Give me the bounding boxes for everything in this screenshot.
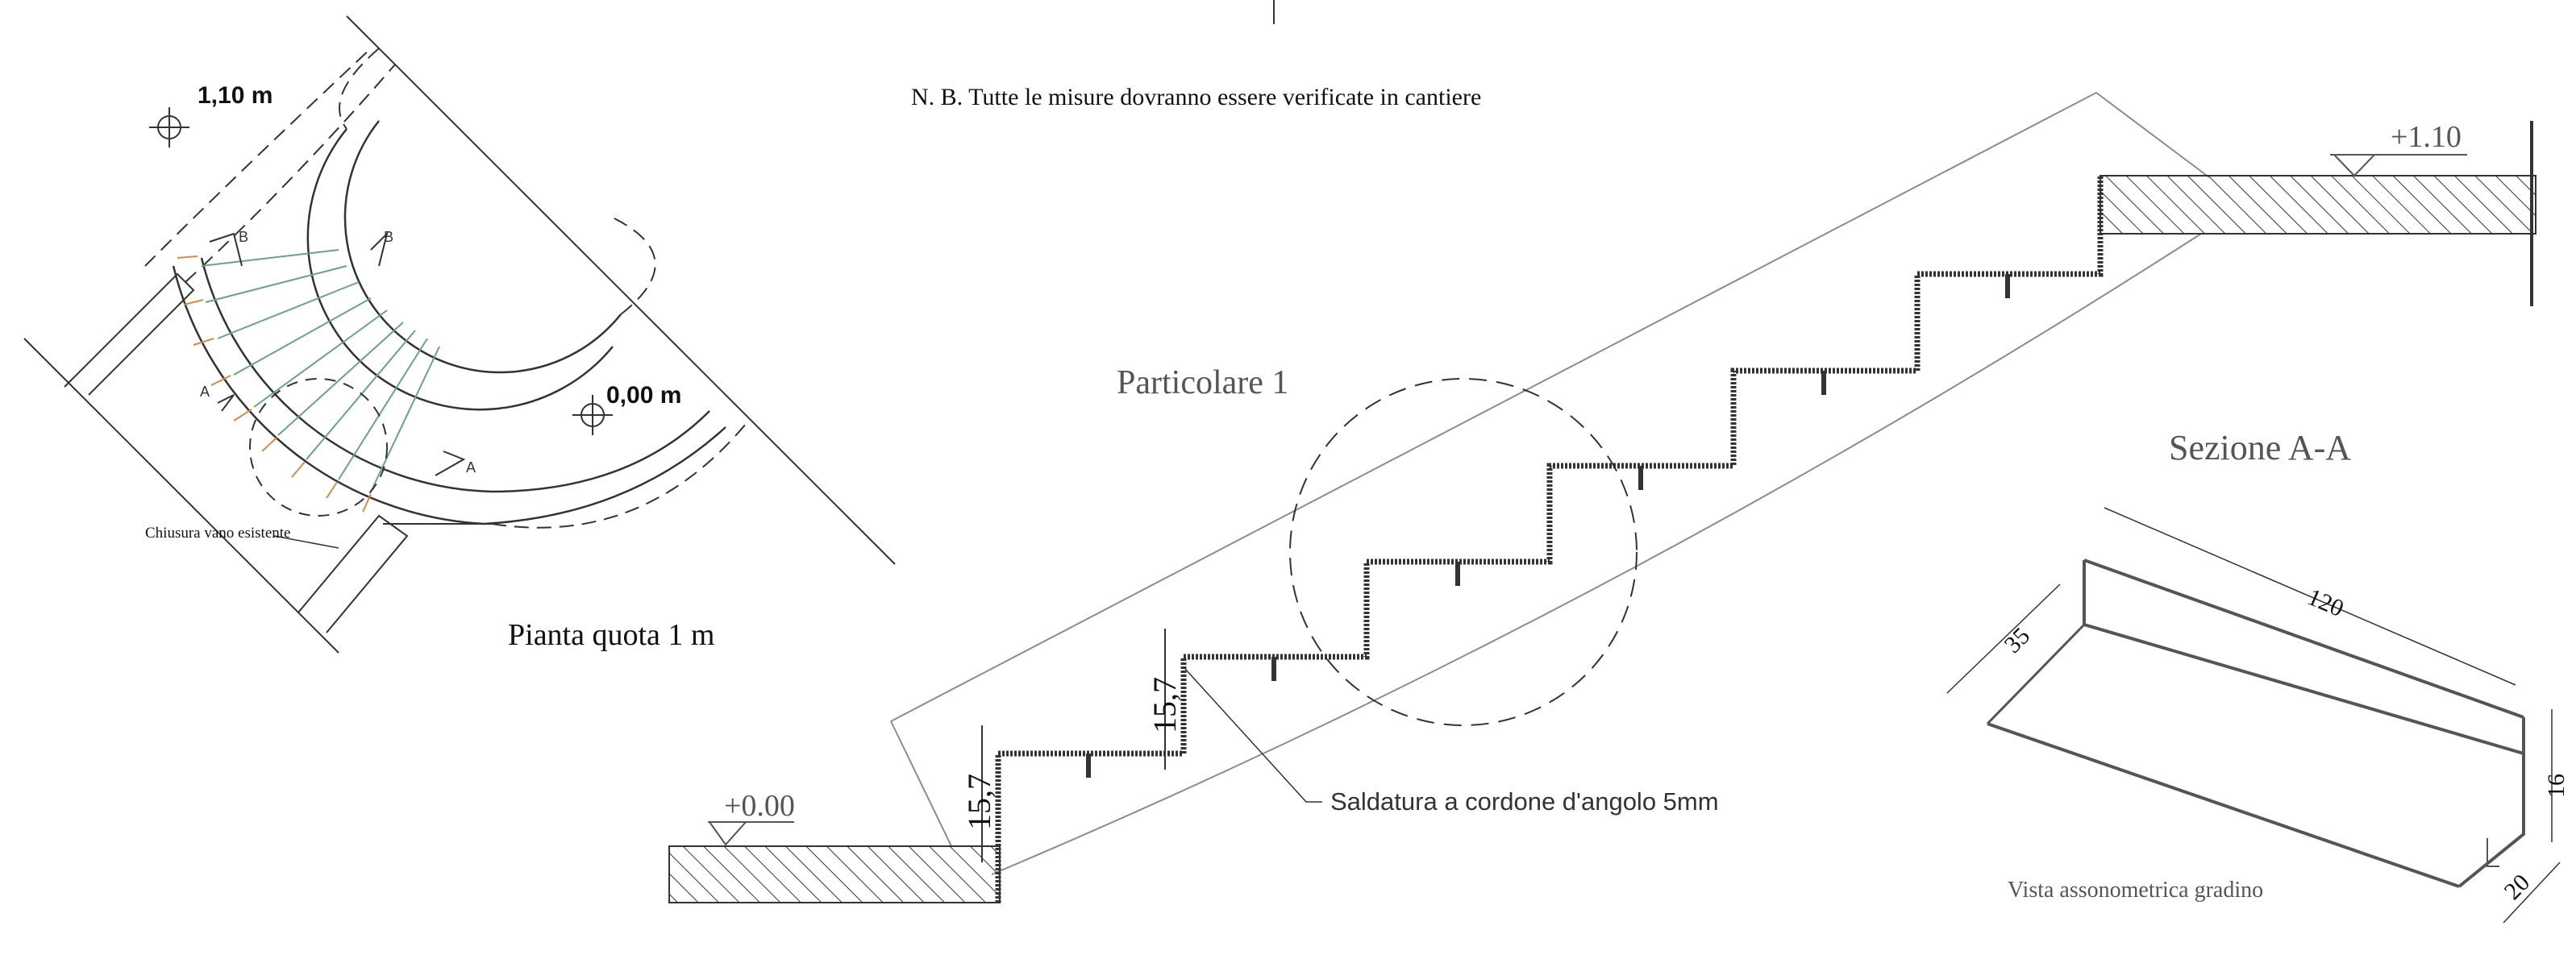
plan-title: Pianta quota 1 m (508, 618, 714, 652)
section-level-bottom: +0.00 (724, 789, 795, 823)
plan-stair-outer-arc-2 (200, 257, 493, 493)
plan-wall-block (64, 272, 195, 396)
level-bottom-triangle (708, 821, 748, 846)
section-level-top: +1.10 (2391, 120, 2462, 154)
riser-dim-1: 15,7 (961, 774, 997, 830)
plan-mark-b-2: B (384, 229, 393, 245)
dim-35: 35 (2000, 622, 2036, 658)
plan-inner-arc-2 (343, 120, 622, 374)
closure-leader (273, 535, 339, 549)
plan-mark-a-1: A (200, 384, 210, 400)
step-foot (2487, 838, 2499, 867)
plan-treads (201, 249, 440, 492)
stringer-outline-end (890, 720, 952, 847)
stringer-outline-upper (890, 91, 2210, 722)
plan-inner-arc (306, 128, 614, 411)
plan-stair-outer-arc (172, 265, 485, 525)
plan-mark-b-1: B (239, 229, 248, 245)
riser-dim-2: 15,7 (1147, 677, 1183, 733)
step-top-edge (2083, 558, 2524, 719)
note-text: N. B. Tutte le misure dovranno essere ve… (911, 84, 1481, 110)
plan-nosings (177, 255, 372, 513)
section-detail-circle (1289, 378, 1638, 726)
plan-outer-wall (346, 15, 896, 565)
stringer-outline-lower (991, 233, 2202, 875)
step-left-edge (1986, 623, 2086, 725)
level-symbol-lower (572, 395, 613, 435)
plan-dashed-path (144, 48, 372, 267)
dim-120: 120 (2303, 583, 2347, 622)
dim-20-line (2503, 862, 2561, 924)
upper-slab (2100, 175, 2536, 235)
dim-35-line (1946, 583, 2061, 694)
stair-profile (995, 176, 2104, 903)
level-top-triangle (2332, 154, 2377, 177)
plan-level-lower: 0,00 m (606, 382, 681, 409)
section-view: +1.10 +0.00 15,7 15,7 Particolare 1 Sa (668, 91, 2536, 903)
weld-leader (1184, 668, 1322, 803)
plan-outer-wall-left (23, 338, 339, 654)
lower-floor (668, 845, 1001, 903)
plan-wall-block-lower (298, 514, 409, 633)
plan-dashed-top (339, 48, 380, 130)
detail-label: Particolare 1 (1117, 364, 1288, 401)
plan-dashed-right (612, 217, 656, 315)
level-symbol-upper (149, 107, 189, 147)
dim-16: 16 (2543, 774, 2570, 798)
closure-label: Chiusura vano esistente (145, 525, 290, 542)
weld-label: Saldatura a cordone d'angolo 5mm (1330, 787, 1719, 816)
section-title: Sezione A-A (2169, 428, 2351, 467)
plan-landing-dashed (491, 418, 751, 529)
dim-120-line (2104, 507, 2516, 686)
step-back-edge (2083, 560, 2524, 755)
step-axonometric: 120 35 16 20 Vista assonometrica gradino (1946, 507, 2570, 924)
plan-mark-a-2: A (466, 459, 476, 475)
plan-detail-circle (249, 378, 388, 517)
plan-section-markers (209, 230, 466, 476)
plan-landing-curve (483, 426, 726, 525)
plan-level-upper: 1,10 m (198, 82, 273, 109)
stiffener-ticks (1086, 274, 2010, 778)
plan-landing-curve-2 (491, 410, 710, 493)
plan-view: B B A A 1,10 m 0,00 m Chiusura vano esis… (23, 15, 896, 654)
step-view-title: Vista assonometrica gradino (2008, 878, 2263, 903)
dim-20: 20 (2499, 869, 2536, 905)
step-front-edge (1987, 722, 2460, 888)
plan-dashed-path-2 (185, 64, 396, 283)
